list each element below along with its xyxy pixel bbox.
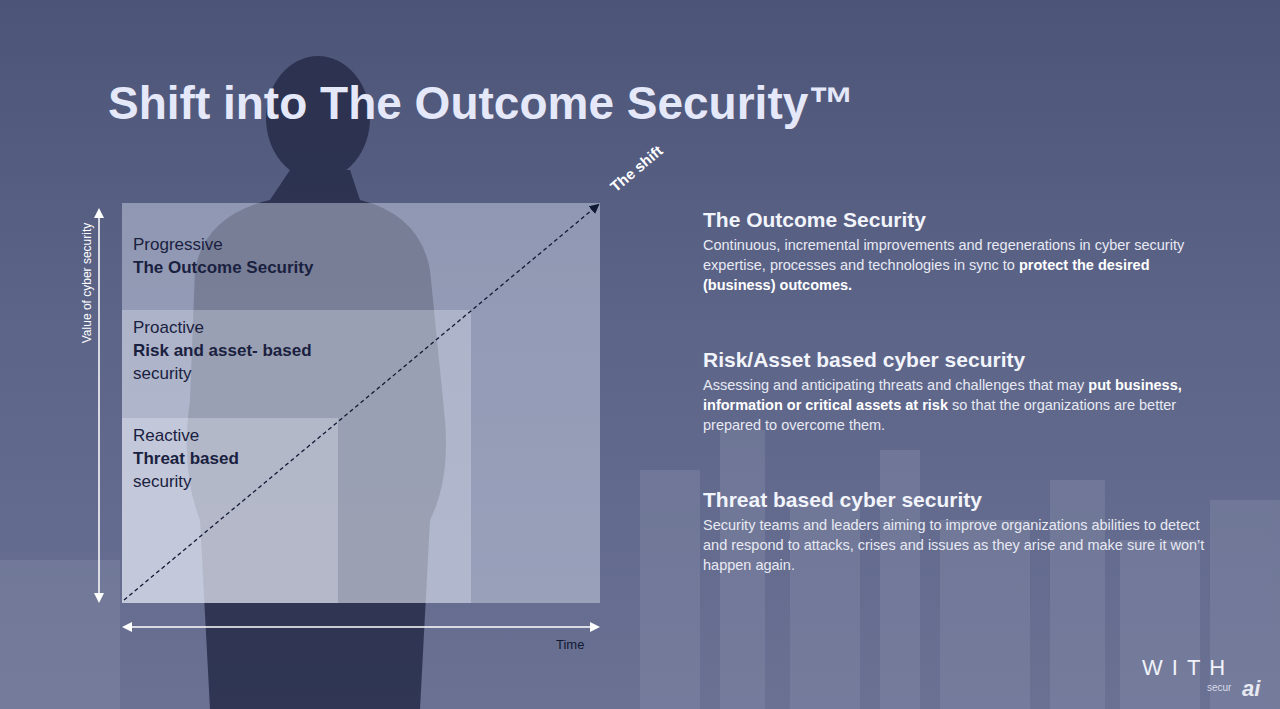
section-heading: Risk/Asset based cyber security <box>703 348 1025 372</box>
brand-logo: WITH <box>1142 655 1234 681</box>
stage-name: The Outcome Security <box>133 256 313 279</box>
proactive-band: ProactiveRisk and asset- basedsecurityRe… <box>122 310 471 603</box>
band-text-group: ProactiveRisk and asset- basedsecurity <box>133 316 312 385</box>
stage-name: Threat based <box>133 447 239 470</box>
watermark: ai <box>1242 676 1260 702</box>
band-text-group: ReactiveThreat basedsecurity <box>133 424 239 493</box>
stage-name: Risk and asset- based <box>133 339 312 362</box>
shift-label: The shift <box>607 141 666 194</box>
body-text: Assessing and anticipating threats and c… <box>703 377 1084 393</box>
section-body: Security teams and leaders aiming to imp… <box>703 515 1208 575</box>
brand-subtext: secur <box>1207 682 1231 693</box>
stage-label: Proactive <box>133 316 312 339</box>
reactive-band: ReactiveThreat basedsecurity <box>122 418 338 603</box>
progressive-band: ProgressiveThe Outcome SecurityProactive… <box>122 203 600 603</box>
section-body: Assessing and anticipating threats and c… <box>703 375 1208 435</box>
stage-label: Reactive <box>133 424 239 447</box>
stage-label: Progressive <box>133 233 313 256</box>
value-axis-arrow <box>98 210 100 601</box>
time-axis-arrow <box>124 626 598 628</box>
stage-name: security <box>133 470 239 493</box>
axis-label: Time <box>556 637 584 652</box>
diagram-title: Shift into The Outcome Security™ <box>108 76 854 130</box>
section-heading: The Outcome Security <box>703 208 926 232</box>
section-heading: Threat based cyber security <box>703 488 982 512</box>
body-text: Security teams and leaders aiming to imp… <box>703 517 1204 573</box>
axis-label: Value of cyber security <box>80 223 94 344</box>
stage-name: security <box>133 362 312 385</box>
band-text-group: ProgressiveThe Outcome Security <box>133 233 313 279</box>
section-body: Continuous, incremental improvements and… <box>703 235 1208 295</box>
